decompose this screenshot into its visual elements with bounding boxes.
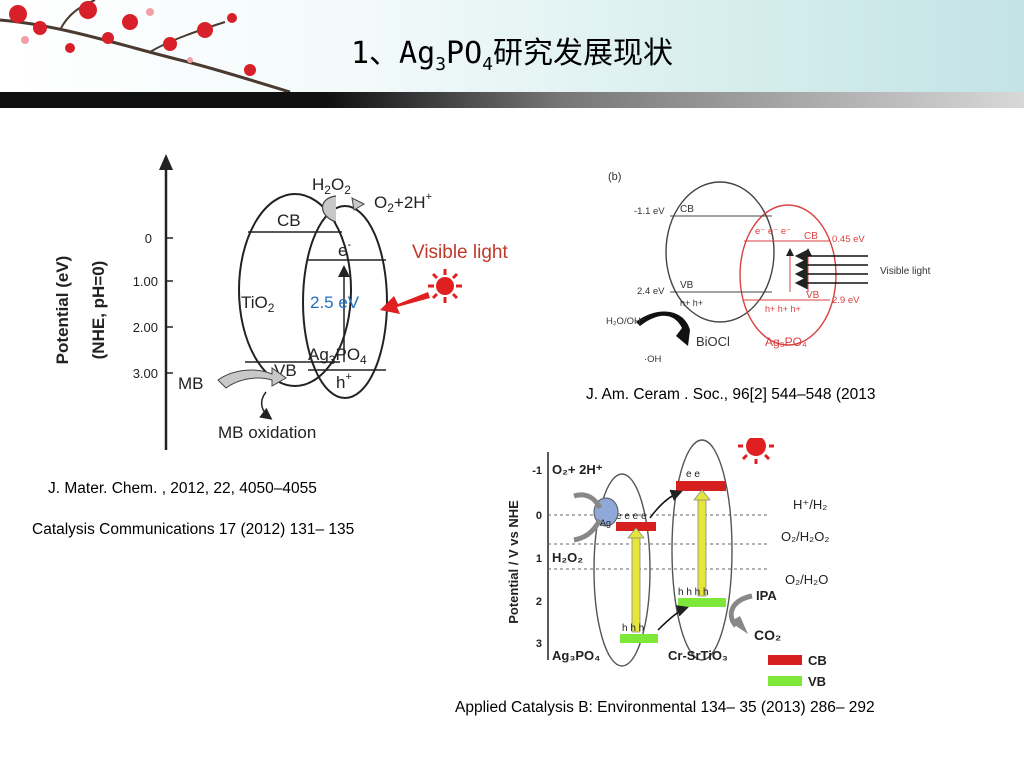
o2-h2o-label: O₂/H₂O — [785, 572, 828, 587]
light-arrow-icon — [380, 292, 430, 314]
mb-arrow-icon — [217, 367, 287, 389]
crsrtio3-vb-bar — [678, 598, 726, 607]
legend-cb-swatch — [768, 655, 802, 665]
visible-light-label: Visible light — [880, 266, 931, 277]
h2o-oh-label: H₂O/OH⁻ — [606, 316, 646, 327]
ag3po4-ellipse — [302, 205, 388, 399]
y-axis-label-line2: (NHE, pH=0) — [89, 261, 108, 360]
vb-left-label: VB — [680, 280, 694, 291]
ag3po4-label: Ag₃PO₄ — [765, 335, 807, 349]
tio2-label: TiO2 — [241, 293, 275, 315]
vb-right-label: VB — [806, 290, 820, 301]
tick-label: 3.00 — [133, 366, 158, 381]
ag3po4-label: Ag3PO4 — [308, 345, 367, 367]
curved-arrow-o2 — [321, 195, 337, 223]
crsrtio3-cb-bar — [676, 481, 726, 491]
crsrtio3-ellipse — [671, 439, 733, 661]
tick-label: 0 — [145, 231, 152, 246]
h2o2-label: H₂O₂ — [552, 550, 583, 565]
sun-icon — [738, 438, 774, 464]
co2-label: CO₂ — [754, 627, 781, 643]
tick-label: 1 — [536, 553, 542, 565]
citation-appl-catal: Applied Catalysis B: Environmental 134– … — [455, 699, 875, 716]
panel-label: (b) — [608, 171, 621, 183]
plum-blossom-decoration — [0, 0, 291, 94]
sun-icon — [428, 269, 462, 303]
figure-ag3po4-crsrtio3-diagram: -1 0 1 2 3 Potential / V vs NHE e e e e … — [506, 438, 829, 689]
ag3po4-excitation-arrow — [631, 535, 641, 633]
h2o2-label: H2O2 — [312, 175, 351, 197]
ag3po4-label: Ag₃PO₄ — [552, 648, 600, 663]
electrons-right: e e — [686, 469, 700, 480]
mb-label: MB — [178, 374, 204, 393]
ipa-label: IPA — [756, 588, 777, 603]
tio2-ellipse — [238, 193, 352, 387]
y-axis-label-line1: Potential (eV) — [53, 256, 72, 365]
legend-cb-label: CB — [808, 653, 827, 668]
ag3po4-cb-bar — [616, 522, 656, 531]
ag3po4-vb-bar — [620, 634, 658, 643]
header-divider-bar — [0, 92, 1024, 108]
figure-tio2-ag3po4-diagram: 0 1.00 2.00 3.00 Potential (eV) (NHE, pH… — [53, 154, 508, 450]
tick-label: 2 — [536, 596, 542, 608]
light-arrows — [794, 249, 868, 290]
biocl-ellipse — [665, 181, 775, 323]
left-axis-ticks: 0 1.00 2.00 3.00 — [133, 231, 158, 381]
hole-label: h+ — [336, 371, 352, 392]
ag3po4-ellipse — [739, 204, 837, 346]
tick-label: 1.00 — [133, 274, 158, 289]
h-h2-label: H⁺/H₂ — [793, 497, 827, 512]
holes-right: h+ h+ h+ — [765, 304, 801, 314]
figure-biocl-ag3po4-diagram: (b) -1.1 eV 2.4 eV CB VB e⁻ e⁻ e⁻ CB 0.4… — [606, 171, 931, 365]
vb-left-energy: 2.4 eV — [637, 286, 665, 297]
cb-right-label: CB — [804, 231, 818, 242]
ag3po4-ellipse — [593, 473, 651, 667]
holes-right: h h h h — [678, 587, 709, 598]
tick-label: 2.00 — [133, 320, 158, 335]
citation-mater-chem: J. Mater. Chem. , 2012, 22, 4050–4055 — [48, 480, 317, 497]
bandgap-label: 2.5 eV — [310, 293, 360, 312]
legend-vb-label: VB — [808, 674, 826, 689]
holes-left: h h h — [622, 623, 644, 634]
curved-arrow-icon — [636, 311, 690, 346]
oh-radical-label: ·OH — [644, 354, 662, 365]
electrons: e⁻ e⁻ e⁻ — [755, 226, 791, 237]
o2-h2o2-label: O₂/H₂O₂ — [781, 529, 829, 544]
cb-right-energy: 0.45 eV — [832, 234, 865, 245]
slide-title: 1、Ag3PO4研究发展现状 — [351, 36, 673, 75]
o2-2h-label: O₂+ 2H⁺ — [552, 462, 603, 477]
y-axis-label: Potential / V vs NHE — [506, 500, 521, 624]
cb-left-label: CB — [680, 204, 694, 215]
biocl-label: BiOCl — [696, 334, 730, 349]
mb-oxidation-label: MB oxidation — [218, 423, 316, 442]
citation-catal-comm: Catalysis Communications 17 (2012) 131– … — [32, 521, 355, 538]
citation-am-ceram: J. Am. Ceram . Soc., 96[2] 544–548 (2013 — [586, 386, 876, 403]
legend-vb-swatch — [768, 676, 802, 686]
cb-left-energy: -1.1 eV — [634, 206, 665, 217]
electron-label: e- — [338, 239, 351, 260]
crsrtio3-excitation-arrow — [697, 495, 707, 597]
o2-2h-label: O2+2H+ — [374, 191, 432, 215]
crsrtio3-label: Cr-SrTiO₃ — [668, 648, 728, 663]
holes-left: h+ h+ — [680, 298, 703, 308]
electrons-left: e e e e — [616, 511, 647, 522]
tio2-cb-label: CB — [277, 211, 301, 230]
ag-label: Ag — [600, 518, 611, 528]
visible-light-label: Visible light — [412, 242, 508, 263]
tick-label: -1 — [532, 465, 542, 477]
vb-right-energy: 2.9 eV — [832, 295, 860, 306]
tick-label: 3 — [536, 638, 542, 650]
tick-label: 0 — [536, 510, 542, 522]
